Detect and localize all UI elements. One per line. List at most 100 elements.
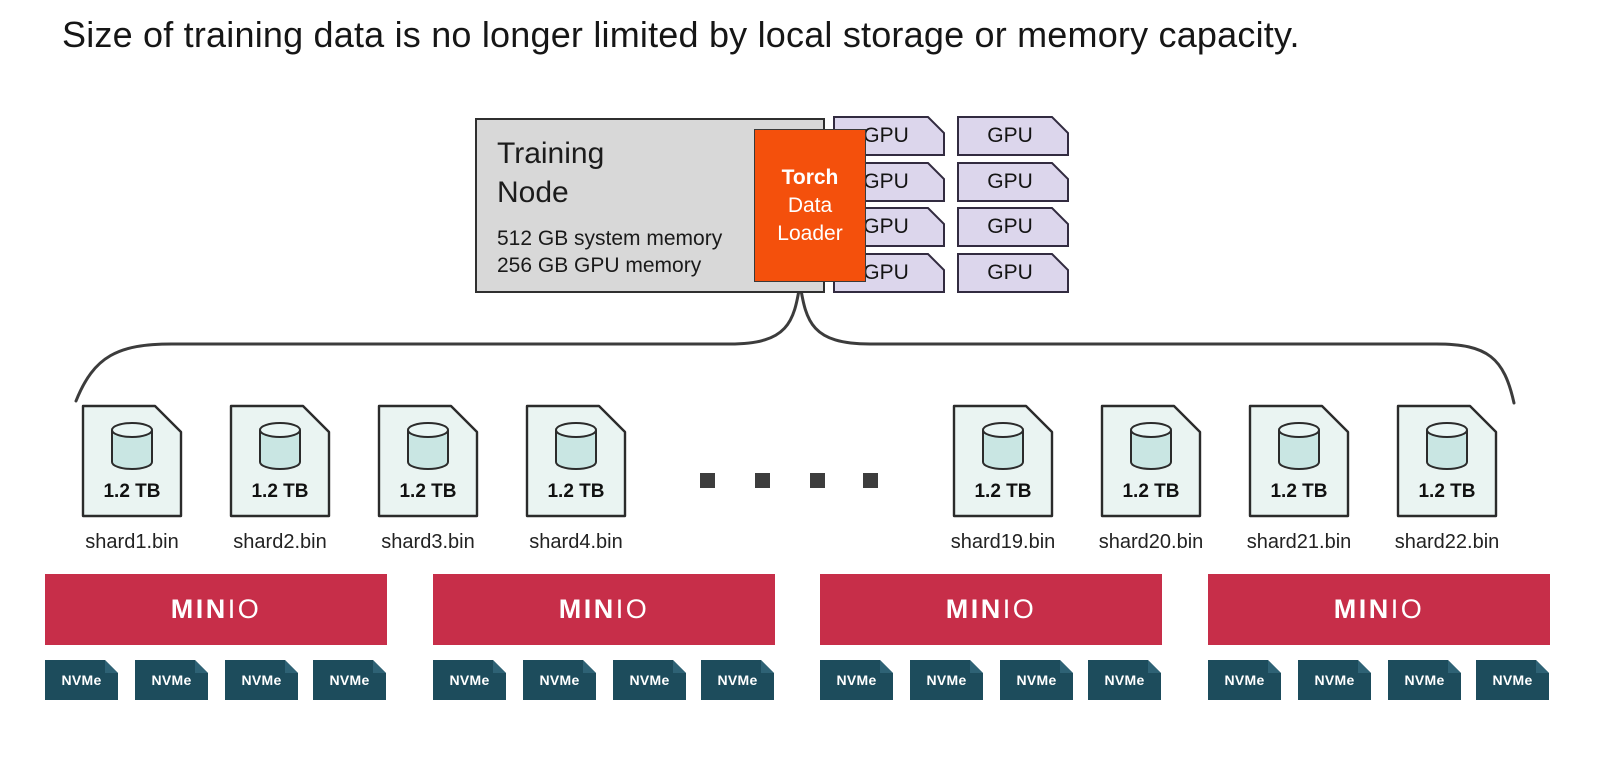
minio-logo: MINIO [946,594,1037,625]
gpu-chip: GPU [957,116,1069,156]
nvme-drive-chip: NVMe [523,660,596,700]
torch-label-line2: Data [787,193,833,217]
minio-logo-light: IO [1002,594,1037,624]
shard-file-icon: 1.2 TB [525,404,627,518]
nvme-label: NVMe [836,672,877,688]
shard-file: 1.2 TB shard22.bin [1366,404,1528,554]
shard-file-icon: 1.2 TB [1396,404,1498,518]
ellipsis-square [755,473,770,488]
shard-file-icon: 1.2 TB [952,404,1054,518]
shard-size: 1.2 TB [974,481,1032,502]
gpu-label: GPU [987,170,1033,193]
gpu-label: GPU [863,215,909,238]
nvme-drive-chip: NVMe [1000,660,1073,700]
nvme-drive-chip: NVMe [433,660,506,700]
ellipsis-square [700,473,715,488]
database-cylinder-icon [407,422,449,470]
database-cylinder-icon [1278,422,1320,470]
nvme-label: NVMe [926,672,967,688]
training-node-title: Training Node [497,134,604,212]
gpu-chip: GPU [957,253,1069,293]
shard-filename: shard20.bin [1098,531,1204,553]
nvme-drive-chip: NVMe [1208,660,1281,700]
shard-file-icon: 1.2 TB [1100,404,1202,518]
gpu-label: GPU [863,170,909,193]
shard-size: 1.2 TB [103,481,161,502]
nvme-label: NVMe [61,672,102,688]
database-cylinder-icon [555,422,597,470]
training-node-title-line1: Training [497,137,605,170]
gpu-label: GPU [987,215,1033,238]
nvme-label: NVMe [1314,672,1355,688]
file-icon [1100,404,1202,518]
shard-size: 1.2 TB [1418,481,1476,502]
database-cylinder-icon [111,422,153,470]
ellipsis-square [863,473,878,488]
ellipsis-square [810,473,825,488]
shard-filename: shard19.bin [950,531,1056,553]
shard-file: 1.2 TB shard20.bin [1070,404,1232,554]
file-icon [1248,404,1350,518]
nvme-drive-chip: NVMe [1088,660,1161,700]
shard-file: 1.2 TB shard3.bin [347,404,509,554]
minio-logo-bold: MIN [1333,594,1391,624]
minio-logo-light: IO [615,594,650,624]
shard-file-icon: 1.2 TB [81,404,183,518]
minio-logo: MINIO [171,594,262,625]
gpu-chip-shape [957,162,1069,202]
shard-file: 1.2 TB shard21.bin [1218,404,1380,554]
nvme-drive-chip: NVMe [135,660,208,700]
nvme-label: NVMe [1224,672,1265,688]
minio-logo-bold: MIN [558,594,616,624]
shard-file-icon: 1.2 TB [377,404,479,518]
nvme-label: NVMe [1492,672,1533,688]
file-icon [525,404,627,518]
nvme-label: NVMe [717,672,758,688]
shard-size: 1.2 TB [547,481,605,502]
nvme-label: NVMe [329,672,370,688]
minio-logo-bold: MIN [945,594,1003,624]
nvme-drive-chip: NVMe [1388,660,1461,700]
minio-server-bar: MINIO [433,574,775,645]
shard-file-icon: 1.2 TB [1248,404,1350,518]
shard-filename: shard3.bin [381,531,475,553]
shard-size: 1.2 TB [251,481,309,502]
minio-logo: MINIO [1334,594,1425,625]
gpu-chip: GPU [957,162,1069,202]
shard-file-icon: 1.2 TB [229,404,331,518]
file-icon [229,404,331,518]
training-node-specs: 512 GB system memory 256 GB GPU memory [497,225,722,279]
shard-filename: shard21.bin [1246,531,1352,553]
nvme-label: NVMe [151,672,192,688]
nvme-drive-chip: NVMe [45,660,118,700]
nvme-label: NVMe [241,672,282,688]
training-node-title-line2: Node [497,176,569,209]
gpu-label: GPU [863,261,909,284]
nvme-label: NVMe [449,672,490,688]
gpu-memory-spec: 256 GB GPU memory [497,254,702,277]
file-icon [377,404,479,518]
minio-logo: MINIO [559,594,650,625]
nvme-drive-chip: NVMe [225,660,298,700]
gpu-chip: GPU [957,207,1069,247]
shard-filename: shard4.bin [529,531,623,553]
nvme-label: NVMe [1104,672,1145,688]
database-cylinder-icon [1130,422,1172,470]
file-icon [81,404,183,518]
shard-size: 1.2 TB [399,481,457,502]
nvme-drive-chip: NVMe [1298,660,1371,700]
nvme-label: NVMe [1404,672,1445,688]
torch-label-line3: Loader [777,221,843,245]
nvme-label: NVMe [539,672,580,688]
shard-file: 1.2 TB shard4.bin [495,404,657,554]
nvme-drive-chip: NVMe [613,660,686,700]
nvme-label: NVMe [629,672,670,688]
shard-filename: shard1.bin [85,531,179,553]
shard-size: 1.2 TB [1270,481,1328,502]
gpu-label: GPU [863,124,909,147]
nvme-drive-chip: NVMe [910,660,983,700]
nvme-drive-chip: NVMe [701,660,774,700]
database-cylinder-icon [982,422,1024,470]
shard-file: 1.2 TB shard1.bin [51,404,213,554]
